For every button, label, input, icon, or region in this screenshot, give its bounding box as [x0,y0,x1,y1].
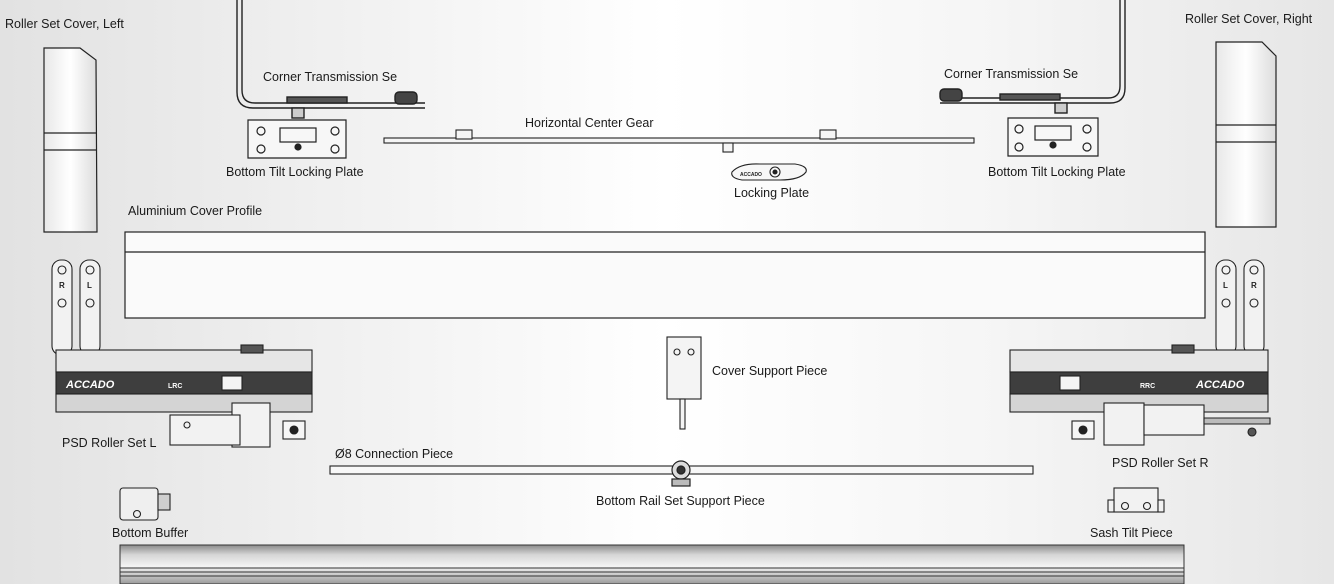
label-roller-cover-right: Roller Set Cover, Right [1185,12,1313,26]
label-roller-set-r: PSD Roller Set R [1112,456,1209,470]
label-tilt-plate-right: Bottom Tilt Locking Plate [988,165,1126,179]
roller-left-brand: ACCADO [65,379,115,391]
label-roller-cover-left: Roller Set Cover, Left [5,17,124,31]
sash-tilt-part [1107,487,1165,513]
label-corner-transmission-left: Corner Transmission Se [263,70,398,84]
roller-set-right-part [1009,259,1271,446]
bottom-buffer-part [119,487,171,521]
label-tilt-plate-left: Bottom Tilt Locking Plate [226,165,364,179]
locking-plate-part [731,163,807,181]
label-connection-piece: Ø8 Connection Piece [335,447,454,461]
label-center-gear: Horizontal Center Gear [525,116,654,130]
tilt-plate-left-part [247,119,347,159]
corner-transmission-right-part [939,0,1126,114]
roller-right-brand: ACCADO [1195,379,1245,391]
label-cover-profile: Aluminium Cover Profile [128,204,263,218]
label-sash-tilt: Sash Tilt Piece [1090,526,1173,540]
corner-transmission-left-part [236,0,425,119]
label-rail-support: Bottom Rail Set Support Piece [596,494,765,508]
label-locking-plate: Locking Plate [734,186,810,200]
label-corner-transmission-right: Corner Transmission Se [944,67,1079,81]
center-gear-part [383,129,975,153]
hinge-right-letter-2: R [1251,281,1257,290]
label-cover-support: Cover Support Piece [712,364,828,378]
aluminium-profile-part [124,231,1206,319]
hinge-left-letter-2: L [87,281,92,290]
label-bottom-buffer: Bottom Buffer [112,526,189,540]
rail-support-part [671,460,691,487]
roller-cover-left-part [43,47,98,233]
hinge-left-letter-1: R [59,281,65,290]
cover-support-part [666,336,702,430]
tilt-plate-right-part [1007,117,1099,157]
roller-set-left-part [51,259,313,448]
locking-plate-mark: ACCADO [740,172,762,178]
roller-cover-right-part [1215,41,1277,228]
bottom-rail-part [119,544,1185,584]
roller-left-code: LRC [168,383,182,390]
hinge-right-letter-1: L [1223,281,1228,290]
label-roller-set-l: PSD Roller Set L [62,436,157,450]
roller-right-code: RRC [1140,383,1155,390]
